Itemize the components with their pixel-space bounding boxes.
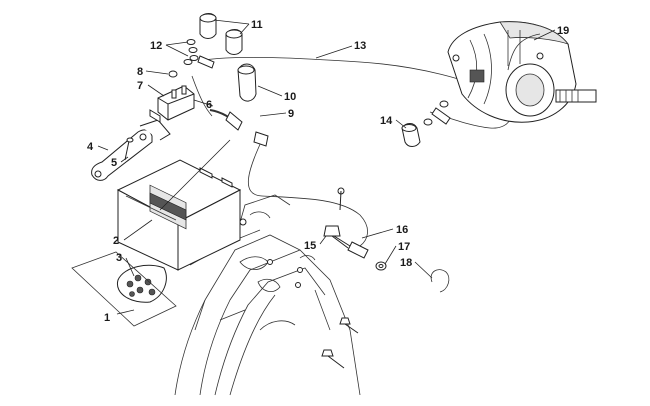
callout-10: 10 <box>284 91 296 103</box>
callout-5: 5 <box>111 157 117 169</box>
hardware-kit <box>71 251 177 327</box>
battery <box>116 159 242 271</box>
terminal-boot <box>237 63 257 102</box>
callout-11: 11 <box>251 19 263 31</box>
callout-9: 9 <box>288 108 294 120</box>
frame-outline <box>174 194 361 396</box>
retaining-clip <box>430 269 450 293</box>
ground-bolt <box>323 225 351 249</box>
callout-3: 3 <box>116 252 122 264</box>
callout-19: 19 <box>557 25 569 37</box>
ground-cable <box>248 131 369 259</box>
starter-motor <box>447 21 597 123</box>
callout-2: 2 <box>113 235 119 247</box>
callout-12: 12 <box>150 40 162 52</box>
callout-13: 13 <box>354 40 366 52</box>
leader-lines <box>97 19 556 315</box>
starter-boot <box>401 123 421 147</box>
short-cable <box>209 109 243 131</box>
callout-15: 15 <box>304 240 316 252</box>
callout-14: 14 <box>380 115 393 127</box>
callout-labels: 1 2 3 4 5 6 7 8 9 10 11 12 13 14 15 16 1… <box>87 19 569 324</box>
lock-washer <box>375 261 387 271</box>
battery-bracket <box>91 119 171 181</box>
callout-7: 7 <box>137 80 143 92</box>
frame-bolts <box>239 187 359 369</box>
callout-18: 18 <box>400 257 412 269</box>
nuts <box>183 39 199 65</box>
solenoid <box>149 85 195 123</box>
callout-8: 8 <box>137 66 143 78</box>
callout-1: 1 <box>104 312 110 324</box>
screw <box>124 137 134 161</box>
callout-16: 16 <box>396 224 408 236</box>
nut-cap <box>168 70 178 78</box>
callout-4: 4 <box>87 141 94 153</box>
callout-17: 17 <box>398 241 410 253</box>
callout-6: 6 <box>206 99 212 111</box>
terminal-boots <box>199 13 243 55</box>
